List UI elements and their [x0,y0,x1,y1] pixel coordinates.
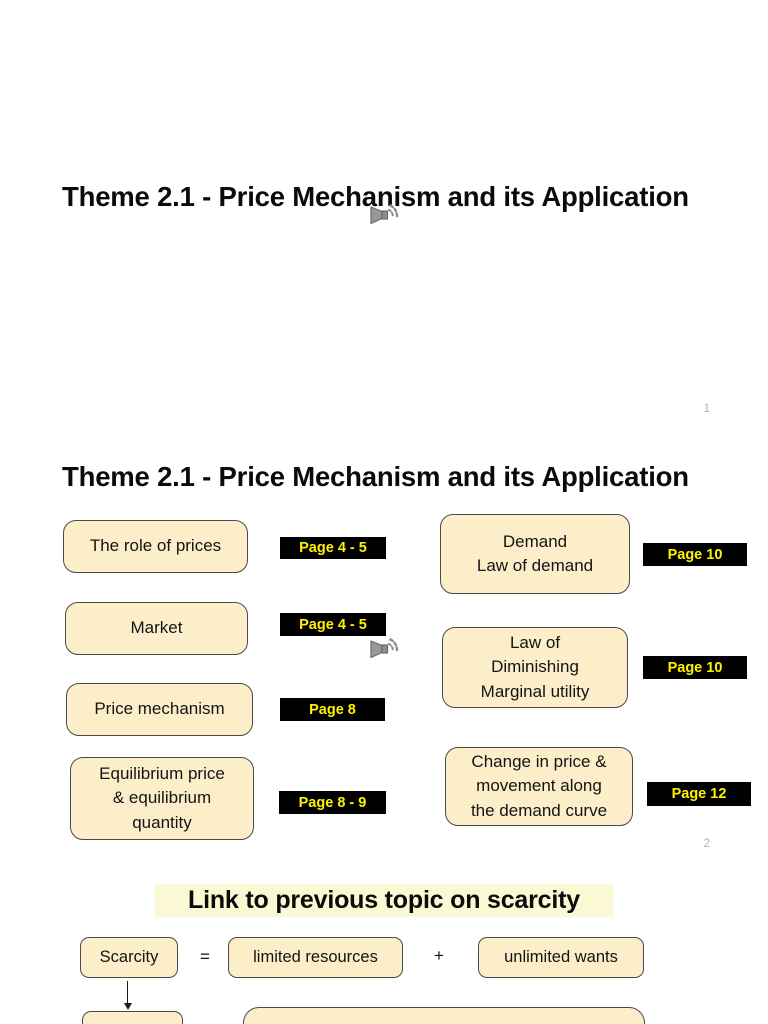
slide2-title: Theme 2.1 - Price Mechanism and its Appl… [62,461,689,492]
slide3-title: Link to previous topic on scarcity [155,884,613,917]
partial-box-left [82,1011,183,1024]
topic-box-equilibrium: Equilibrium price & equilibrium quantity [70,757,254,840]
topic-box-role-of-prices: The role of prices [63,520,248,573]
plus-operator: + [434,946,444,965]
topic-box-diminishing-marginal-utility: Law of Diminishing Marginal utility [442,627,628,708]
audio-speaker-icon[interactable] [370,201,400,229]
page-label-price-mechanism: Page 8 [280,698,385,721]
scarcity-box: Scarcity [80,937,178,978]
limited-resources-box: limited resources [228,937,403,978]
slide1-page-number: 1 [703,403,710,415]
topic-box-demand: Demand Law of demand [440,514,630,594]
page-label-equilibrium: Page 8 - 9 [279,791,386,814]
equals-operator: = [200,947,210,966]
page-label-demand: Page 10 [643,543,747,566]
down-arrow-head [123,1003,132,1010]
audio-speaker-icon[interactable] [370,635,400,663]
slide1-title: Theme 2.1 - Price Mechanism and its Appl… [62,181,689,212]
page-label-diminishing-marginal-utility: Page 10 [643,656,747,679]
unlimited-wants-box: unlimited wants [478,937,644,978]
down-arrow [127,981,128,1004]
topic-box-price-mechanism: Price mechanism [66,683,253,736]
page-label-role-of-prices: Page 4 - 5 [280,537,386,559]
page-label-change-in-price: Page 12 [647,782,751,806]
partial-box-wide [243,1007,645,1024]
topic-box-change-in-price: Change in price & movement along the dem… [445,747,633,826]
topic-box-market: Market [65,602,248,655]
slide2-page-number: 2 [703,838,710,850]
page-label-market: Page 4 - 5 [280,613,386,636]
